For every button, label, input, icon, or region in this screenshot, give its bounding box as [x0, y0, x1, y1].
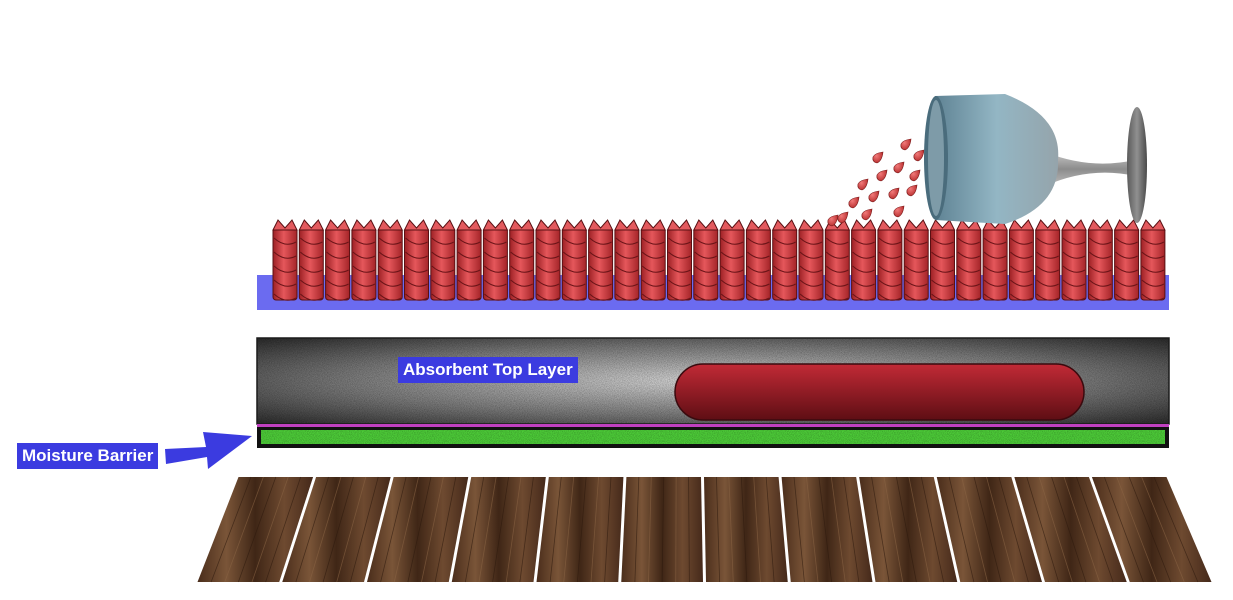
wood-plank: [451, 476, 546, 583]
wood-plank: [781, 476, 873, 583]
wood-plank: [621, 476, 703, 583]
wine-drop: [837, 211, 849, 224]
carpet-fiber: [377, 219, 404, 301]
carpet-fiber: [771, 219, 798, 301]
carpet-fiber: [351, 219, 377, 301]
carpet-fiber: [482, 219, 509, 301]
wood-plank: [859, 476, 958, 583]
carpet-fiber: [561, 219, 588, 301]
carpet-fiber: [929, 219, 956, 301]
carpet-fiber: [877, 219, 903, 301]
carpet-fiber: [1087, 219, 1114, 301]
carpet-fiber: [903, 219, 930, 301]
carpet-fiber: [587, 219, 614, 301]
carpet-fiber: [666, 219, 693, 301]
carpet-fiber: [1061, 219, 1087, 301]
carpet-fiber: [692, 219, 719, 301]
carpet-fiber: [1113, 219, 1140, 301]
wood-plank: [704, 476, 788, 583]
wine-glass-icon: [924, 94, 1147, 224]
wine-stain: [674, 363, 1085, 421]
wood-plank: [936, 476, 1042, 583]
carpet-fiber: [798, 219, 824, 301]
moisture-barrier-label: Moisture Barrier: [17, 443, 159, 469]
carpet-fiber: [429, 219, 456, 301]
wine-drop: [861, 208, 873, 221]
carpet-fiber: [456, 219, 482, 301]
carpet-fiber: [1140, 219, 1166, 301]
arrow-right-icon: [165, 432, 252, 469]
wine-drop: [893, 205, 905, 218]
wine-drop: [848, 196, 860, 209]
wine-drop: [900, 138, 912, 151]
carpet-fiber: [535, 219, 561, 301]
wood-plank: [197, 476, 314, 583]
wood-plank: [1091, 476, 1212, 583]
carpet-fiber: [403, 219, 430, 301]
carpet-fiber: [640, 219, 667, 301]
carpet-fiber: [719, 219, 745, 301]
wine-drop: [909, 169, 921, 182]
carpet-fiber: [955, 219, 982, 301]
wood-plank: [282, 476, 391, 583]
carpet-fiber: [982, 219, 1008, 301]
carpet-fiber: [1008, 219, 1035, 301]
wine-drop: [888, 187, 900, 200]
wine-drop: [857, 178, 869, 191]
wood-plank: [1014, 476, 1127, 583]
wine-drop: [913, 149, 925, 162]
moisture-barrier-layer: [257, 424, 1169, 448]
carpet-fiber: [508, 219, 535, 301]
carpet-fibers: [272, 219, 1166, 301]
carpet-fiber: [614, 219, 640, 301]
carpet-fiber: [272, 219, 298, 301]
carpet-fiber: [298, 219, 325, 301]
wine-drop: [868, 190, 880, 203]
wine-drop: [876, 169, 888, 182]
carpet-fiber: [1034, 219, 1061, 301]
wood-floor: [197, 476, 1212, 583]
carpet-fiber: [850, 219, 877, 301]
wood-plank: [367, 476, 469, 583]
wine-drop: [872, 151, 884, 164]
carpet-fiber: [745, 219, 772, 301]
wood-plank: [536, 476, 624, 583]
carpet-fiber: [324, 219, 351, 301]
wine-drop: [893, 161, 905, 174]
carpet-fiber: [824, 219, 851, 301]
wine-drop: [827, 214, 839, 227]
wine-drop: [906, 184, 918, 197]
absorbent-top-layer-label: Absorbent Top Layer: [398, 357, 578, 383]
